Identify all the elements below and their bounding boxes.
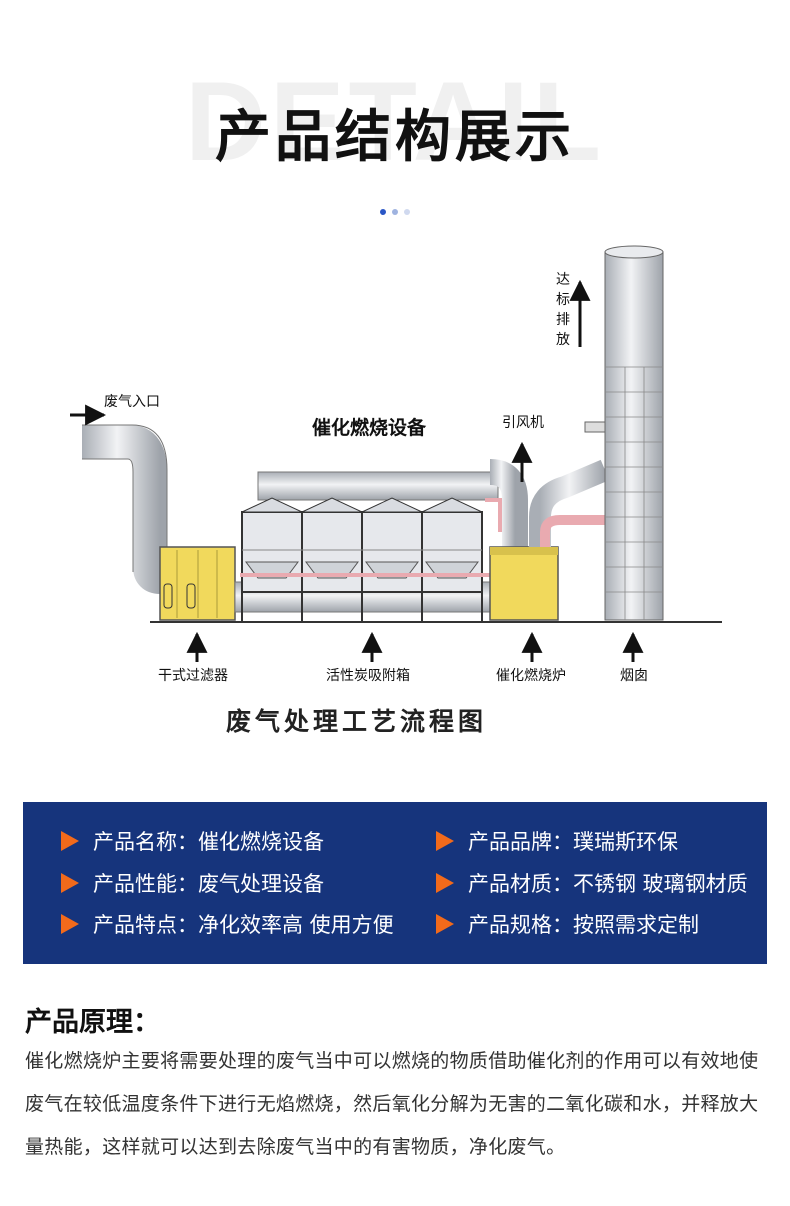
inlet-duct-outline xyxy=(82,424,168,560)
spec-item-spec: 产品规格： 按照需求定制 xyxy=(436,909,699,939)
spec-item-performance: 产品性能： 废气处理设备 xyxy=(61,868,324,898)
bullet-icon xyxy=(61,873,79,893)
spec-value: 按照需求定制 xyxy=(573,913,699,937)
dot-1 xyxy=(380,209,386,215)
page-title: 产品结构展示 xyxy=(215,105,575,170)
bullet-icon xyxy=(61,914,79,934)
spec-item-brand: 产品品牌： 璞瑞斯环保 xyxy=(436,826,678,856)
spec-item-name: 产品名称： 催化燃烧设备 xyxy=(61,826,324,856)
chimney-lattice xyxy=(605,366,663,620)
spec-label: 产品性能： xyxy=(93,872,198,896)
fan-duct xyxy=(529,459,610,547)
label-emission-1: 达 xyxy=(556,272,570,288)
spec-label: 产品规格： xyxy=(468,913,573,937)
label-furnace: 催化燃烧炉 xyxy=(496,667,566,684)
label-emission-3: 排 xyxy=(556,312,570,328)
bullet-icon xyxy=(61,831,79,851)
bullet-icon xyxy=(436,873,454,893)
spec-item-material: 产品材质： 不锈钢 玻璃钢材质 xyxy=(436,868,748,898)
principle-title: 产品原理： xyxy=(25,1007,160,1038)
spec-panel: 产品名称： 催化燃烧设备 产品品牌： 璞瑞斯环保 产品性能： 废气处理设备 产品… xyxy=(23,802,767,964)
spec-item-features: 产品特点： 净化效率高 使用方便 xyxy=(61,909,394,939)
principle-body: 催化燃烧炉主要将需要处理的废气当中可以燃烧的物质借助催化剂的作用可以有效地使废气… xyxy=(25,1050,759,1158)
chimney xyxy=(604,251,664,621)
label-equipment: 催化燃烧设备 xyxy=(312,416,427,439)
dot-3 xyxy=(404,209,410,215)
bullet-icon xyxy=(436,831,454,851)
label-carbon-box: 活性炭吸附箱 xyxy=(326,668,410,684)
background-watermark-word: DETAIL xyxy=(184,59,606,184)
bottom-arrows xyxy=(186,631,644,662)
spec-label: 产品名称： xyxy=(93,830,198,854)
spec-value: 废气处理设备 xyxy=(198,872,324,896)
label-emission-4: 放 xyxy=(556,332,570,348)
label-fan: 引风机 xyxy=(502,415,544,431)
catalytic-furnace xyxy=(489,546,559,621)
spec-value: 净化效率高 使用方便 xyxy=(198,913,394,937)
dot-2 xyxy=(392,209,398,215)
label-filter: 干式过滤器 xyxy=(158,668,228,684)
carbon-boxes xyxy=(241,497,483,622)
carousel-dots xyxy=(380,209,410,215)
spec-value: 璞瑞斯环保 xyxy=(573,830,678,854)
spec-value: 不锈钢 玻璃钢材质 xyxy=(573,872,748,896)
spec-label: 产品材质： xyxy=(468,872,573,896)
top-header-duct xyxy=(257,471,499,501)
label-chimney: 烟囱 xyxy=(620,668,648,684)
diagram-caption: 废气处理工艺流程图 xyxy=(226,707,487,736)
process-flow-diagram: 废气入口 催化燃烧设备 引风机 xyxy=(70,245,722,736)
label-inlet: 废气入口 xyxy=(104,394,160,410)
inlet-duct xyxy=(82,425,168,594)
spec-value: 催化燃烧设备 xyxy=(198,830,324,854)
spec-label: 产品特点： xyxy=(93,913,198,937)
bullet-icon xyxy=(436,914,454,934)
spec-label: 产品品牌： xyxy=(468,830,573,854)
label-emission-2: 标 xyxy=(556,292,570,308)
